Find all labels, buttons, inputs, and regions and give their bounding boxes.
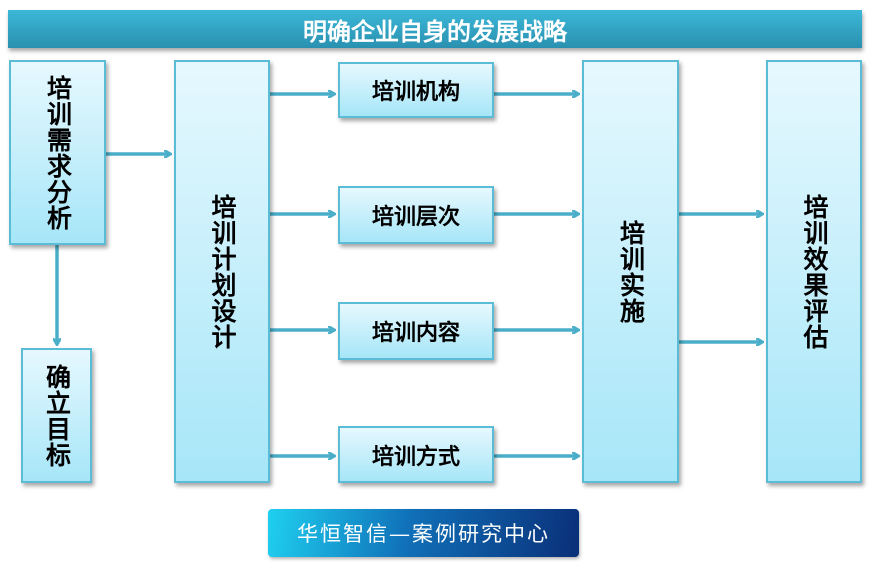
node-method: 培训方式 [338,426,494,483]
node-set-goal: 确立目标 [21,348,92,483]
node-plan-design: 培训计划设计 [174,60,270,483]
footer-banner: 华恒智信—案例研究中心 [268,509,579,557]
node-evaluation: 培训效果评估 [766,60,862,483]
node-needs-analysis: 培训需求分析 [9,60,106,245]
strategy-header: 明确企业自身的发展战略 [8,10,862,48]
node-level: 培训层次 [338,186,494,244]
node-implementation: 培训实施 [582,60,679,483]
node-content: 培训内容 [338,302,494,360]
node-institution: 培训机构 [338,62,494,118]
